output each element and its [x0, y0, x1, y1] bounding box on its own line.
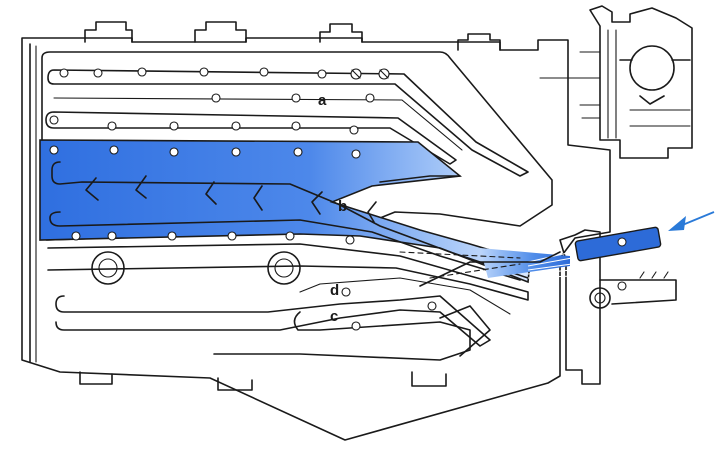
label-c: c	[330, 308, 338, 325]
inflow-arrow	[668, 211, 715, 231]
chamber-a	[45, 69, 529, 177]
label-d: d	[330, 282, 339, 299]
spray-nozzle	[399, 226, 662, 287]
chamber-c-d	[47, 243, 529, 361]
label-b: b	[338, 198, 347, 215]
holes	[49, 67, 437, 331]
chamber-b	[39, 139, 531, 284]
housing-outline	[21, 5, 693, 441]
label-a: a	[318, 92, 327, 109]
